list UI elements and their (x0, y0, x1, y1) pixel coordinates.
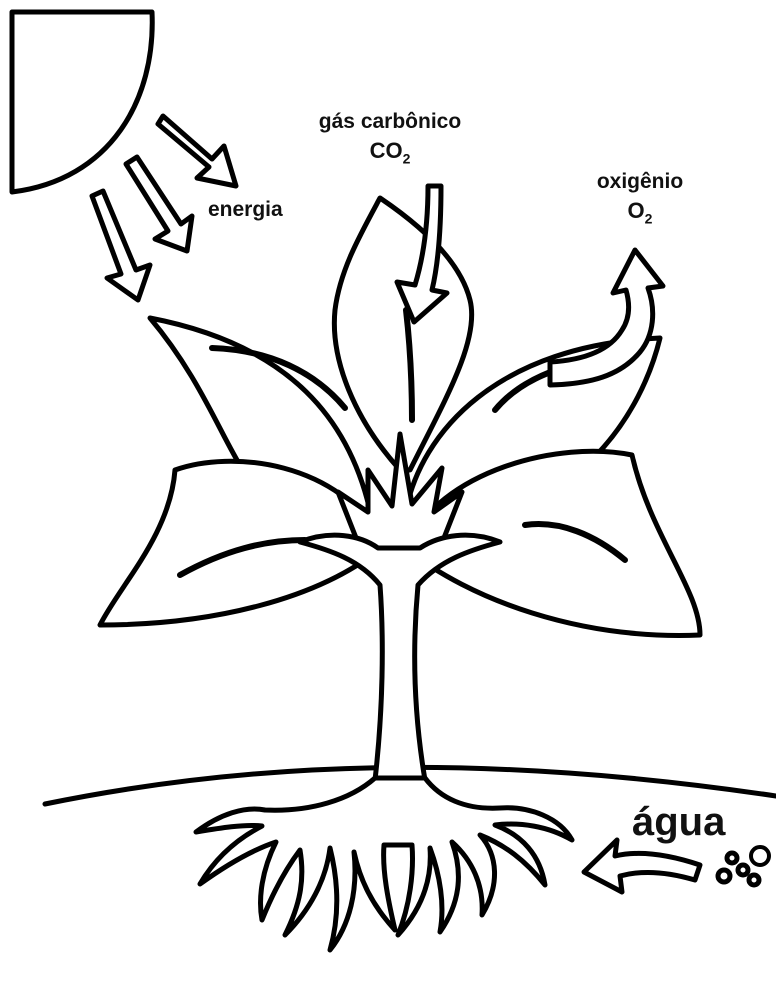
oxygen-label: oxigênio (580, 170, 700, 194)
oxygen-formula: O2 (612, 198, 668, 226)
plant-roots (196, 778, 572, 950)
carbon-dioxide-label: gás carbônico (300, 110, 480, 134)
water-bubbles-icon (718, 847, 769, 885)
water-label: água (632, 800, 725, 845)
water-arrow-icon (584, 840, 700, 892)
carbon-dioxide-formula: CO2 (350, 138, 430, 166)
energy-label: energia (208, 198, 283, 222)
